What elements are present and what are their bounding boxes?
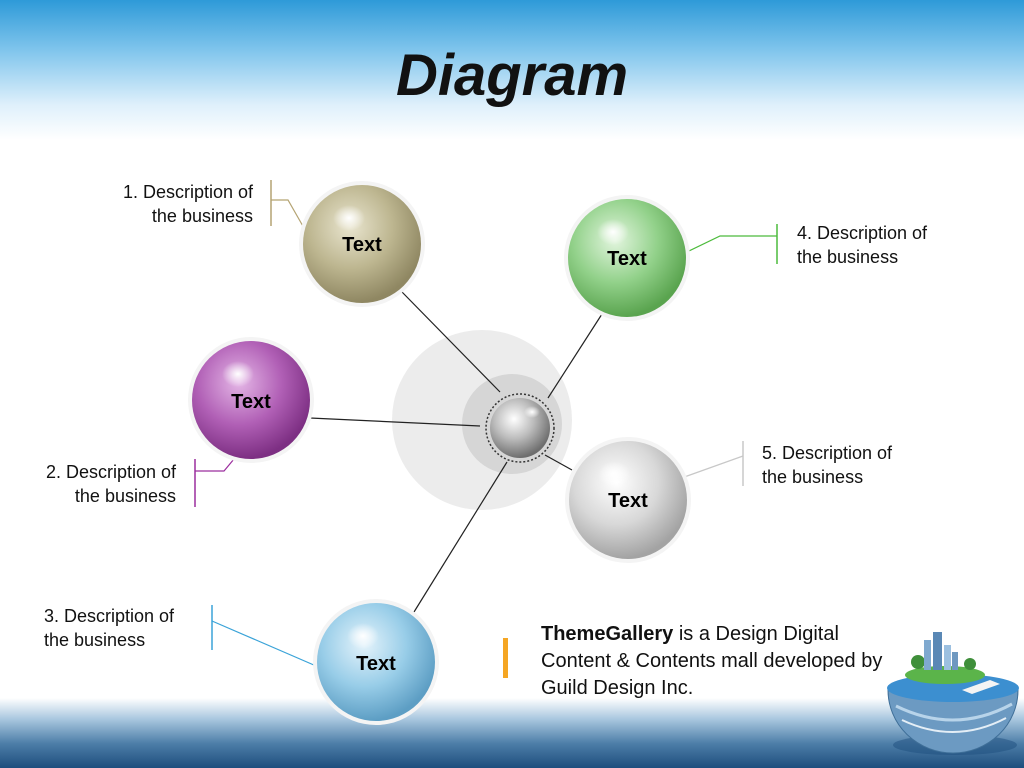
bubble-2-label: Text	[231, 391, 271, 413]
info-text: ThemeGallery is a Design Digital Content…	[541, 621, 901, 702]
center-dotted-ring	[485, 393, 555, 463]
brand-name: ThemeGallery	[541, 623, 674, 645]
bubble-1-label: Text	[342, 234, 382, 256]
footer-background	[0, 698, 1024, 768]
center-sphere	[490, 398, 550, 458]
bubble-1	[299, 181, 425, 307]
info-description: is a Design Digital Content & Contents m…	[541, 623, 883, 699]
connector-line-5	[544, 454, 573, 471]
center-sphere-shine	[524, 406, 540, 418]
description-3: 3. Description of the business	[44, 606, 175, 650]
connector-line-2	[309, 417, 481, 427]
connector-line-3	[413, 461, 508, 613]
globe-island-illustration	[887, 632, 1019, 755]
bubble-5	[565, 437, 691, 563]
description-1: 1. Description of the business	[122, 182, 253, 226]
bubble-4	[564, 195, 690, 321]
description-2: 2. Description of the business	[45, 462, 176, 506]
bubble-5-label: Text	[608, 490, 648, 512]
bubble-2	[188, 337, 314, 463]
slide-title: Diagram	[395, 43, 629, 108]
header-background	[0, 0, 1024, 140]
bubble-4-label: Text	[607, 248, 647, 270]
connector-line-4	[547, 313, 603, 399]
connector-line-1	[401, 291, 501, 393]
description-5: 5. Description of the business	[762, 443, 893, 487]
bubble-3-label: Text	[356, 653, 396, 675]
description-4: 4. Description of the business	[797, 223, 928, 267]
bubble-3	[313, 599, 439, 725]
accent-bar	[503, 638, 508, 678]
